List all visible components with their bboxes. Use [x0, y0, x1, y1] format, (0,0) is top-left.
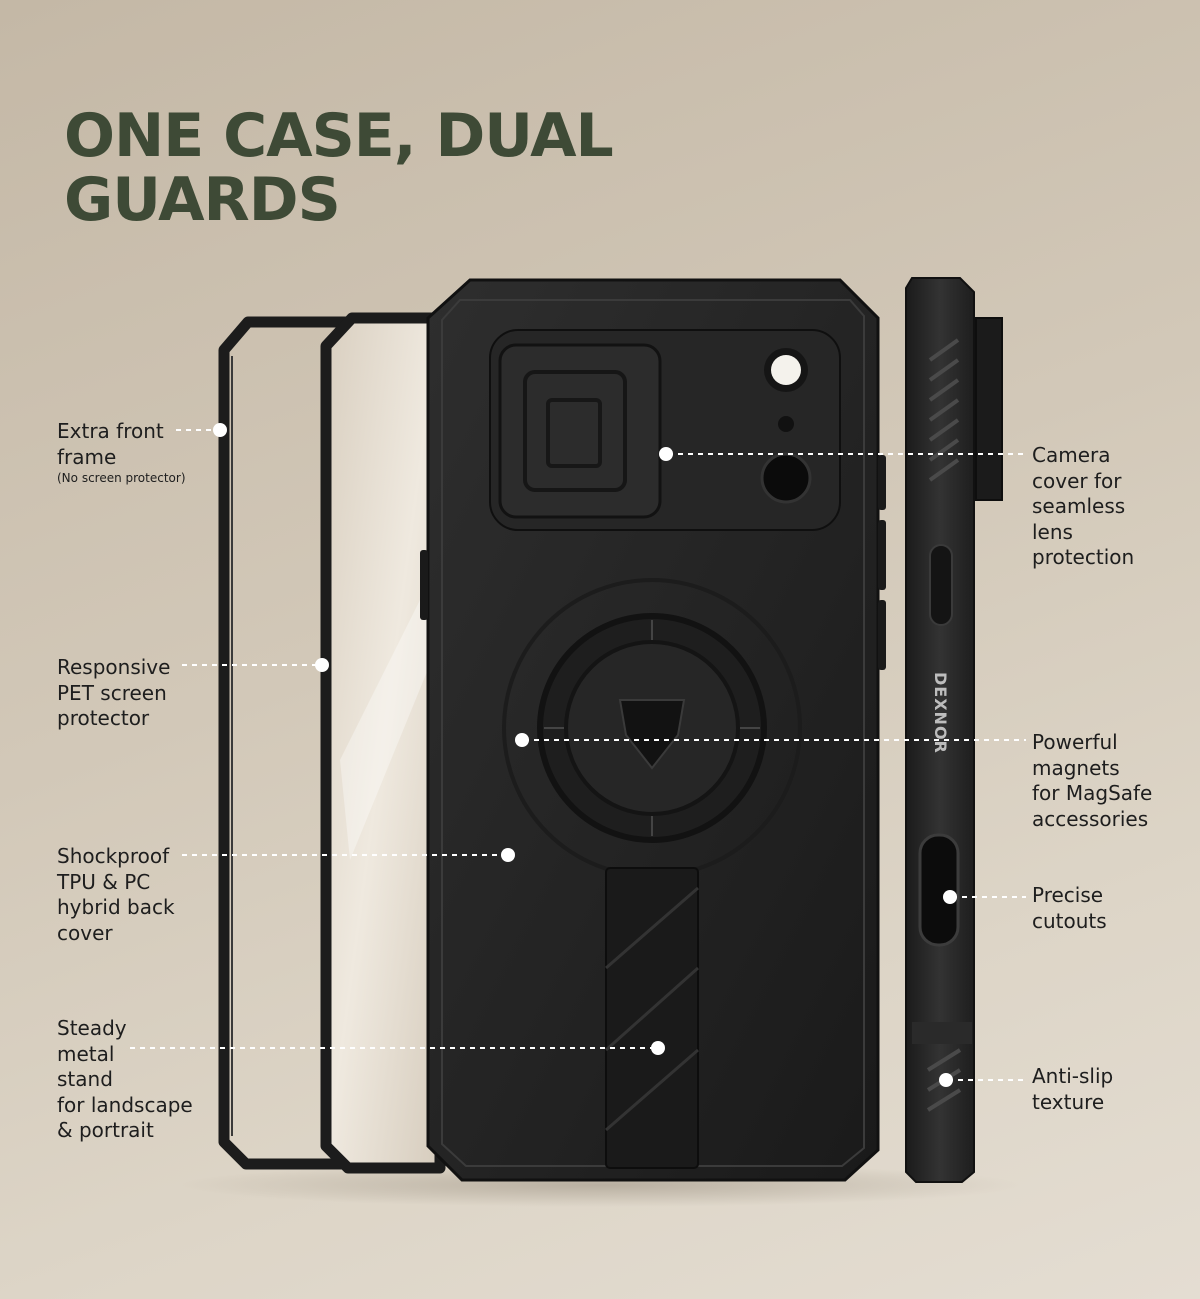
callout-text: Steady — [57, 1016, 127, 1040]
callout-camera-cover: Camera cover for seamless lens protectio… — [1032, 443, 1134, 571]
side-brand-text: DEXNOR — [931, 672, 950, 754]
screen-protector — [320, 312, 446, 1174]
callout-text: texture — [1032, 1089, 1105, 1114]
title-line-2: GUARDS — [64, 165, 341, 235]
page-title: ONE CASE, DUAL GUARDS — [64, 101, 614, 235]
callout-text: accessories — [1032, 806, 1149, 831]
callout-text: metal — [57, 1041, 115, 1066]
callout-text: frame — [57, 444, 117, 469]
callout-anti-slip: Anti-slip texture — [1032, 1064, 1113, 1115]
callout-text: Responsive — [57, 655, 171, 679]
callout-text: for landscape — [57, 1092, 193, 1117]
callout-text: Extra front — [57, 419, 164, 443]
callout-text: Anti-slip — [1032, 1064, 1114, 1088]
callout-back-cover: Shockproof TPU & PC hybrid back cover — [57, 844, 175, 946]
callout-text: cover for — [1032, 468, 1122, 493]
callout-text: seamless — [1032, 494, 1126, 518]
callout-text: PET screen — [57, 680, 167, 705]
callout-cutouts: Precise cutouts — [1032, 883, 1107, 934]
callout-magnets: Powerful magnets for MagSafe accessories — [1032, 730, 1152, 832]
callout-lines — [130, 429, 1026, 1081]
callout-text: stand — [57, 1067, 113, 1091]
callout-text: Shockproof — [57, 844, 170, 868]
callout-text: cutouts — [1032, 908, 1107, 933]
callout-screen-protector: Responsive PET screen protector — [57, 655, 170, 732]
callout-text: & portrait — [57, 1118, 154, 1142]
callout-stand: Steady metal stand for landscape & portr… — [57, 1016, 193, 1144]
callout-text: for MagSafe — [1032, 781, 1153, 805]
callout-text: TPU & PC — [57, 869, 151, 894]
side-grip-top — [928, 338, 960, 482]
callout-text: Powerful — [1032, 730, 1118, 754]
callout-text: Camera — [1032, 443, 1111, 467]
callout-text: magnets — [1032, 755, 1120, 780]
callout-text: lens — [1032, 519, 1073, 544]
brand-logo-icon — [618, 699, 686, 770]
callout-dots — [213, 423, 957, 1087]
callout-note: (No screen protector) — [57, 471, 186, 485]
side-view: DEXNOR — [905, 277, 1003, 1183]
title-line-1: ONE CASE, DUAL — [64, 101, 614, 171]
magsafe-ring — [502, 578, 802, 878]
callout-front-frame: Extra front frame (No screen protector) — [57, 419, 186, 486]
callout-text: protection — [1032, 545, 1135, 569]
callout-text: protector — [57, 706, 150, 730]
callout-text: hybrid back — [57, 895, 175, 919]
callout-text: Precise — [1032, 883, 1104, 907]
camera-module — [489, 329, 841, 531]
callout-text: cover — [57, 920, 113, 945]
kickstand — [605, 867, 699, 1169]
